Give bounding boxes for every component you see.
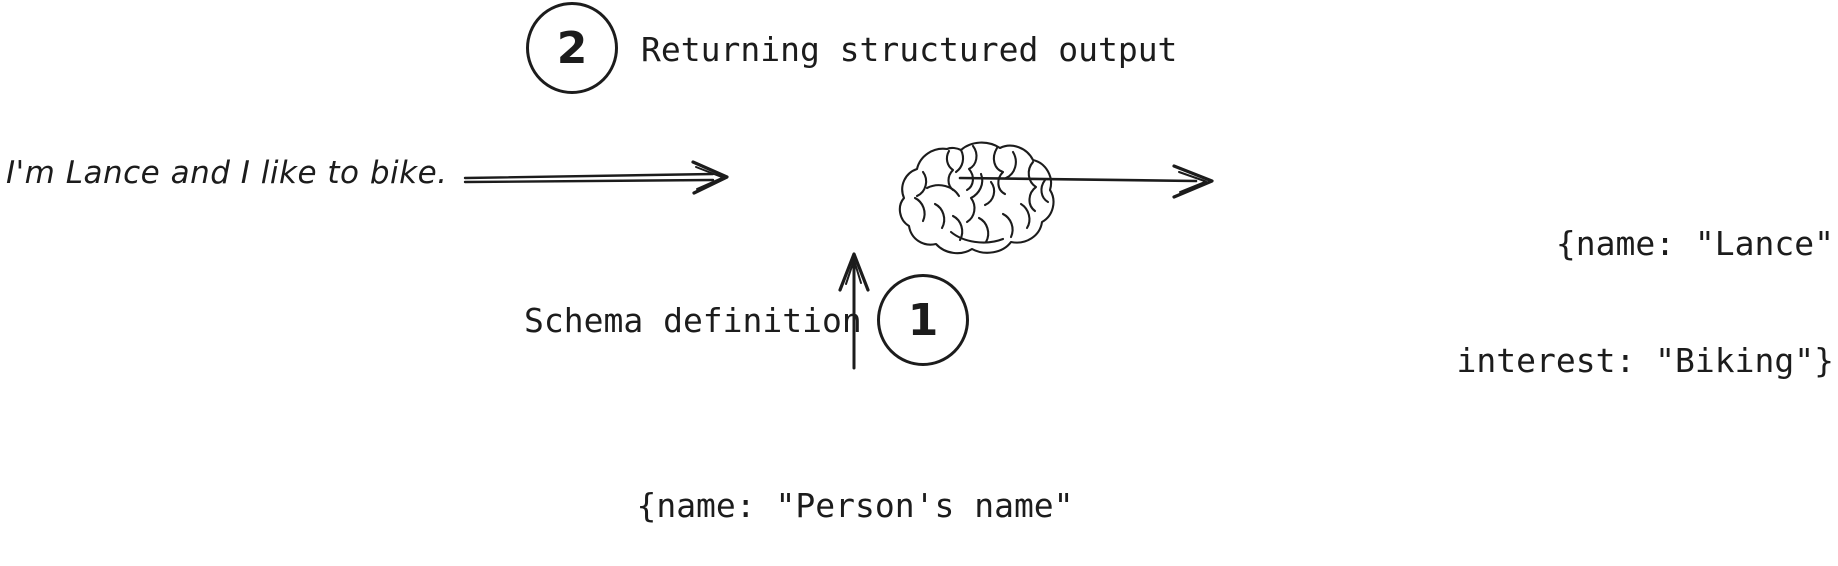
schema-to-brain-arrow [828,250,884,370]
brain-icon [893,132,1073,260]
output-code: {name: "Lance" interest: "Biking"} [1180,146,1835,458]
step-badge-1: 1 [877,274,969,366]
schema-code-line-1: {name: "Person's name" [636,486,1074,525]
step-badge-2: 2 [526,2,618,94]
output-code-line-2: interest: "Biking"} [1456,341,1835,380]
step-badge-1-number: 1 [907,294,939,346]
schema-code: {name: "Person's name" interest: "Person… [420,408,1290,566]
input-text: I'm Lance and I like to bike. [6,155,448,191]
brain-to-output-arrow [958,152,1220,208]
step-1-label: Schema definition [524,301,862,340]
step-2-label: Returning structured output [641,30,1178,69]
output-code-line-1: {name: "Lance" [1555,224,1834,263]
step-badge-2-number: 2 [556,22,588,74]
input-to-brain-arrow [463,150,735,210]
